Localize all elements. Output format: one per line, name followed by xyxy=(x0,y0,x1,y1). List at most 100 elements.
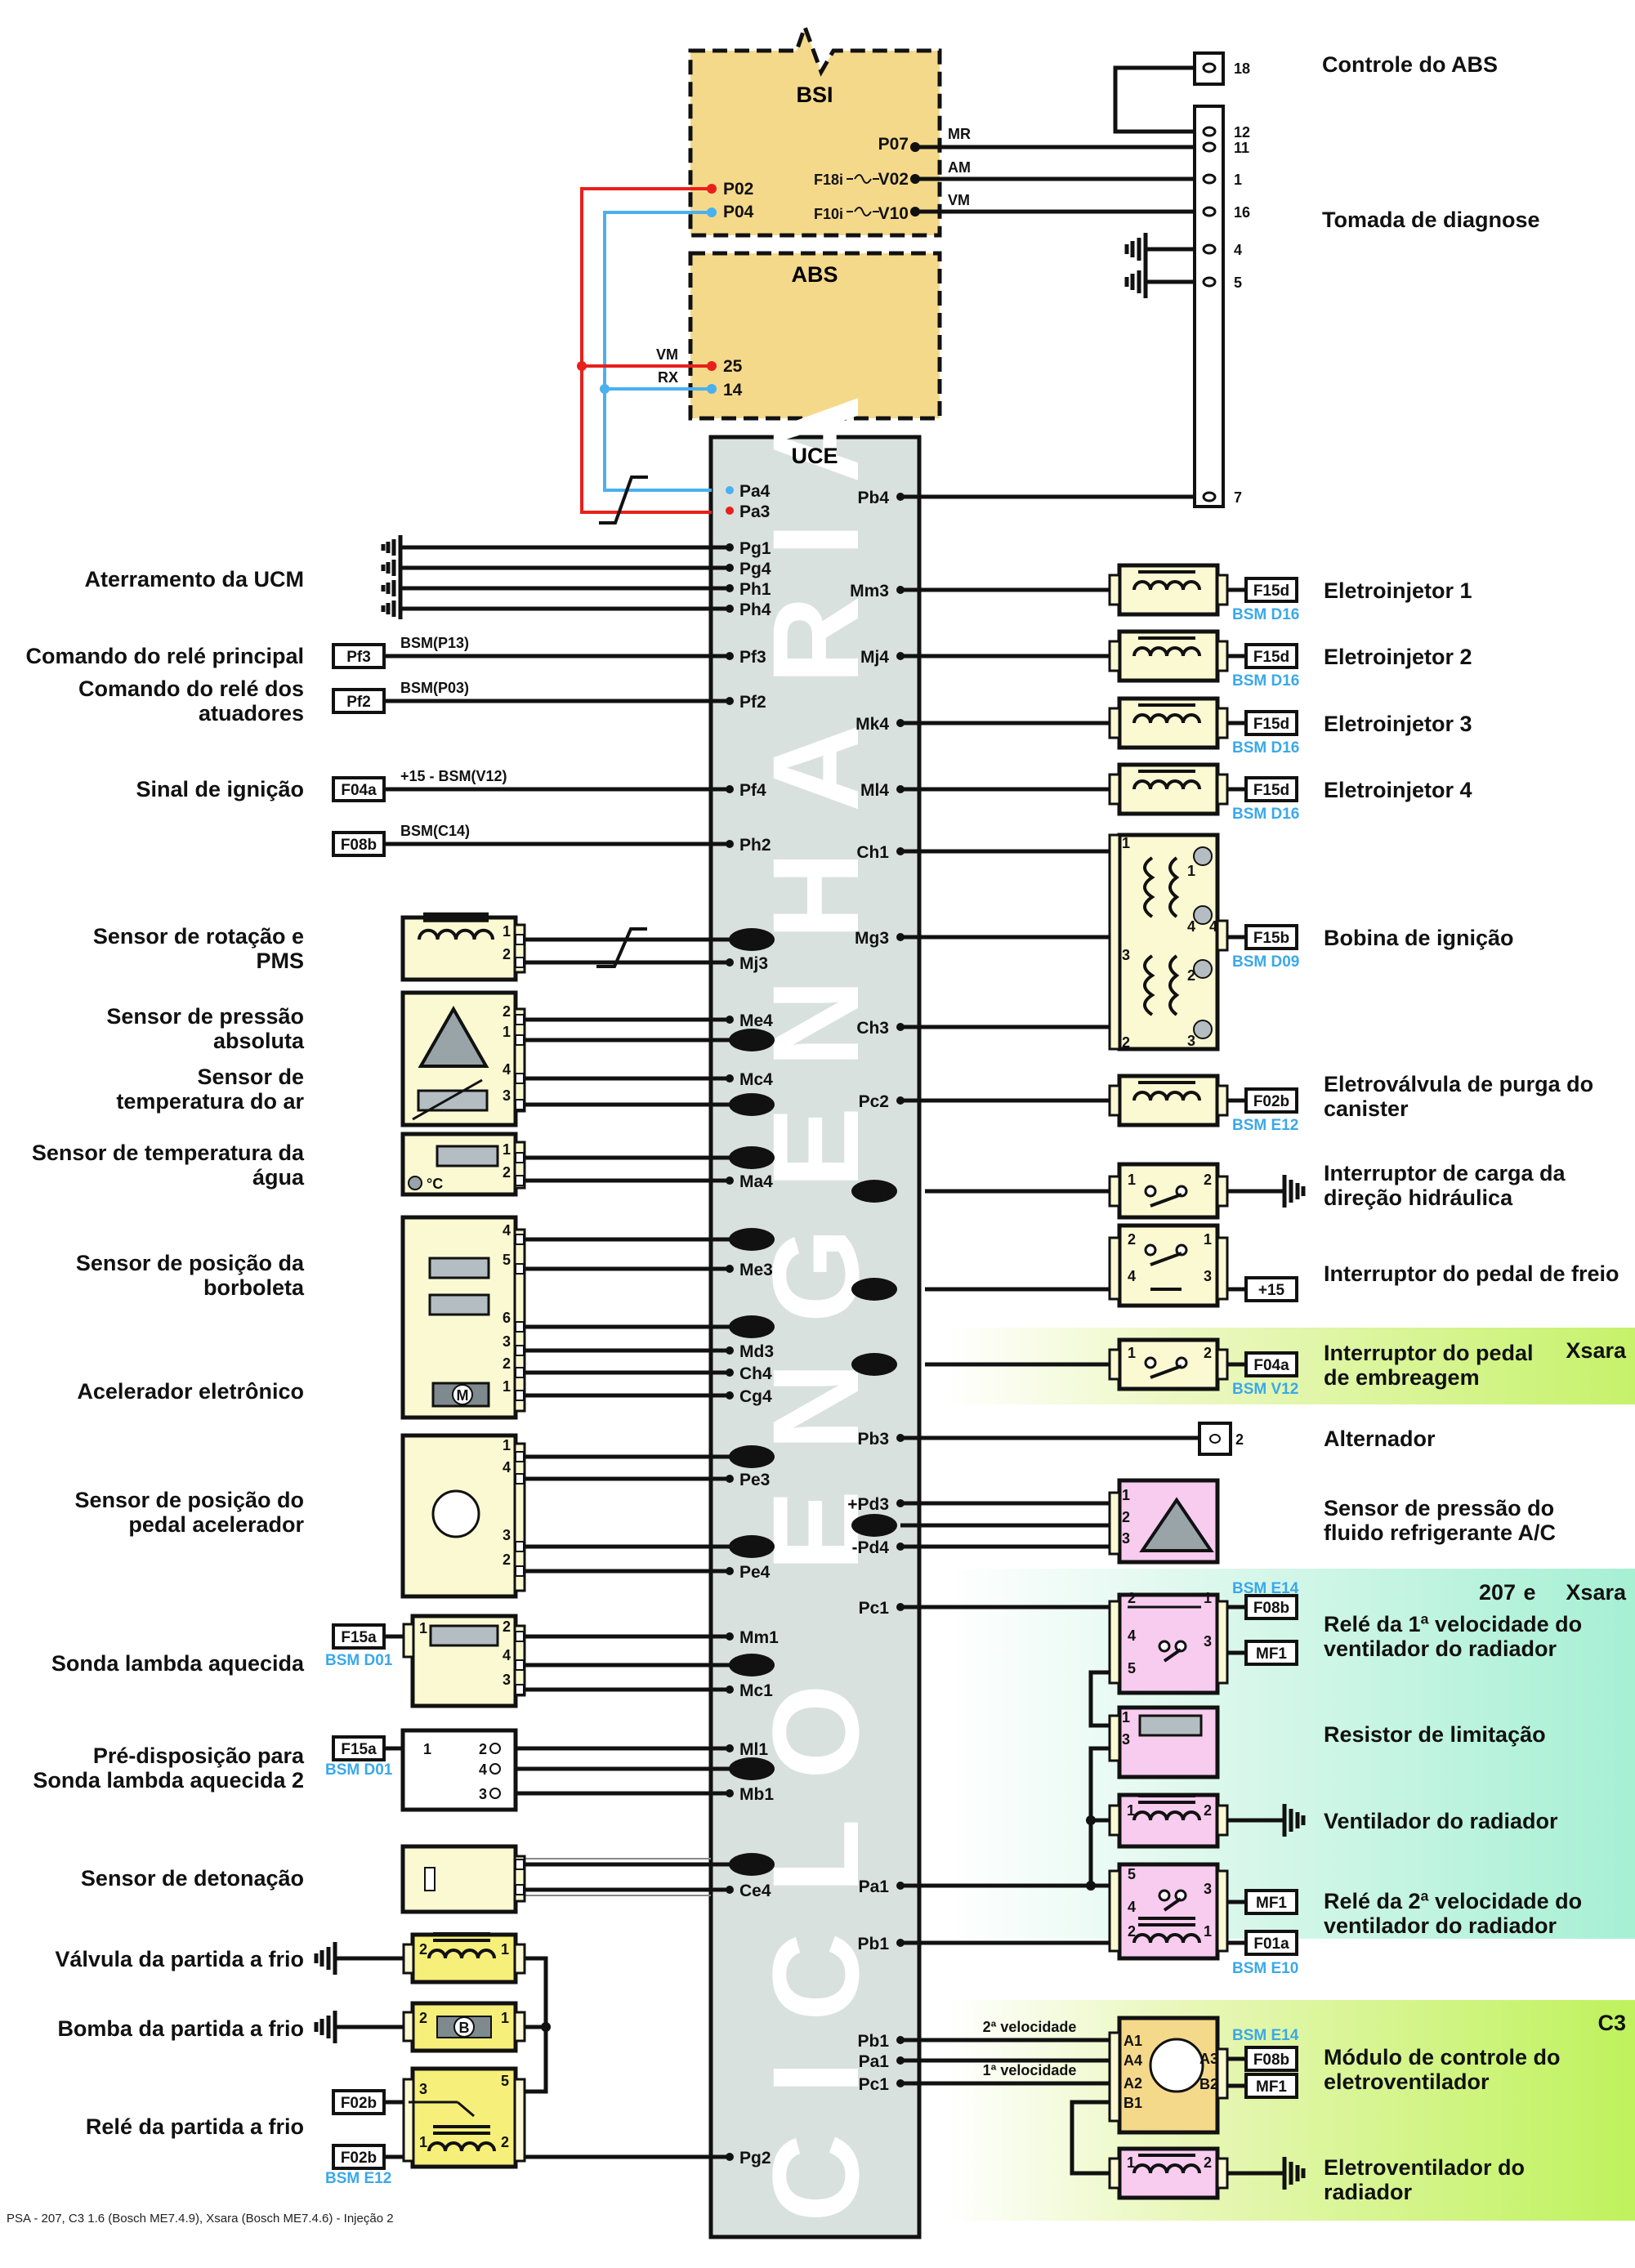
uce-pin-left: Ca4 xyxy=(729,1093,775,1116)
diagnostic-label: Tomada de diagnose xyxy=(1322,208,1540,232)
connector-pin-number: 7 xyxy=(1234,489,1242,506)
variant-label-xsara: Xsara xyxy=(1566,1338,1627,1363)
pin-number: A1 xyxy=(1124,2033,1142,2049)
uce-pin-label: Mj4 xyxy=(860,648,889,667)
uce-pin-left: Pe4 xyxy=(726,1563,771,1582)
bsm-reference: BSM E14 xyxy=(1232,2027,1299,2044)
connector-strip xyxy=(1216,2047,1229,2100)
uce-pin-label: Pg1 xyxy=(739,539,771,558)
component-label: fluido refrigerante A/C xyxy=(1324,1520,1556,1545)
uce-pin-label: Pa1 xyxy=(859,2052,890,2071)
pin-dot xyxy=(896,933,905,941)
pin-dot xyxy=(726,652,734,660)
pin-number: 1 xyxy=(1127,2154,1135,2171)
pin-number: 1 xyxy=(1122,1709,1130,1726)
pin-number: 5 xyxy=(1128,1866,1136,1882)
component-label: Sensor de rotação e xyxy=(93,924,304,949)
uce-pin-left: Mc4 xyxy=(726,1070,773,1089)
abs-pin-label: 25 xyxy=(723,357,743,376)
pin-highlight-badge xyxy=(729,928,775,951)
pin-dot xyxy=(726,1632,734,1641)
connector-pin-number: 18 xyxy=(1234,60,1250,77)
pin-dot xyxy=(726,1176,734,1185)
pin-dot xyxy=(896,719,905,727)
connector-strip xyxy=(1216,1869,1229,1953)
uce-pin-label: Mc2 xyxy=(735,1656,769,1675)
bsm-reference: BSM E12 xyxy=(325,2170,391,2187)
fuse-box: +15 xyxy=(1244,1276,1298,1302)
pin-dot xyxy=(726,1685,734,1694)
pin-dot xyxy=(726,1265,734,1273)
pin-number: A2 xyxy=(1124,2075,1142,2092)
uce-pin-right: Mj1 xyxy=(851,1180,897,1203)
wire-label: RX xyxy=(658,369,678,386)
component-label: Sonda lambda aquecida 2 xyxy=(33,1768,304,1793)
uce-pin-label: Pe2 xyxy=(736,1448,766,1467)
coil-icon xyxy=(1132,580,1201,591)
relay-lever xyxy=(457,2101,475,2118)
uce-pin-label: Pb4 xyxy=(857,489,889,507)
connector-strip xyxy=(1216,640,1229,672)
terminal xyxy=(515,1541,525,1552)
uce-pin-left: Pg4 xyxy=(726,560,771,578)
pin-dot xyxy=(726,1475,734,1483)
component-label: Sensor de pressão do xyxy=(1324,1496,1554,1520)
pin-number: 1 xyxy=(1128,1345,1136,1361)
terminal xyxy=(515,1152,525,1163)
pin-highlight-badge xyxy=(729,1757,775,1780)
fuse-box: F01a xyxy=(1244,1930,1298,1956)
uce-pin-left: Ph4 xyxy=(726,600,771,619)
fuse-label: +15 xyxy=(1258,1282,1285,1299)
uce-pin-left: Pe2 xyxy=(729,1445,775,1468)
connector-socket-icon xyxy=(1202,126,1217,137)
uce-pin-left: Ce4 xyxy=(726,1882,771,1900)
connector-strip xyxy=(1216,1804,1229,1837)
fuse-frame xyxy=(1244,1594,1298,1620)
shield-break-icon xyxy=(599,475,648,525)
terminal xyxy=(515,1014,525,1025)
footer-caption: PSA - 207, C3 1.6 (Bosch ME7.4.9), Xsara… xyxy=(7,2212,394,2226)
pin-highlight-badge xyxy=(729,1093,775,1116)
pin-dot xyxy=(726,958,734,967)
radiator-fan-body xyxy=(1117,1793,1220,1849)
uce-pin-label: Ch1 xyxy=(856,843,889,862)
wire-label: BSM(P03) xyxy=(400,680,469,696)
ground-icon xyxy=(1124,233,1148,266)
pin-number: A4 xyxy=(1124,2052,1142,2069)
component-label: Sinal de ignição xyxy=(136,777,304,801)
uce-pin-right: Mm3 xyxy=(850,582,905,600)
ground-stripe xyxy=(391,580,396,596)
pin-number: 2 xyxy=(503,1618,511,1635)
connector-socket-icon xyxy=(1202,62,1217,74)
uce-pin-right: Ch3 xyxy=(856,1019,905,1038)
ground-stripe xyxy=(386,603,391,614)
ground-stripe xyxy=(391,560,396,576)
bsm-reference: BSM V12 xyxy=(1232,1381,1298,1398)
uce-pin-label: Md3 xyxy=(739,1342,774,1361)
variant-label-207: 207 xyxy=(1479,1580,1516,1605)
pin-dot xyxy=(896,586,905,594)
fuse-frame xyxy=(332,831,386,857)
uce-pin-right: Pb1 xyxy=(857,2032,905,2051)
wire-label: VM xyxy=(656,346,678,363)
uce-pin-label: Mf1 xyxy=(737,1031,766,1050)
fuse-label: Pf3 xyxy=(346,649,371,666)
ground-stripe xyxy=(1124,244,1129,254)
switch-lever xyxy=(1150,1252,1182,1266)
connector-pin-number: 11 xyxy=(1234,140,1249,156)
primary-winding-icon xyxy=(1143,856,1155,918)
motor-circle xyxy=(452,1384,473,1405)
uce-pin-left: Pf2 xyxy=(726,693,766,712)
pin-dot xyxy=(726,2153,734,2161)
pump-symbol: B xyxy=(459,2020,470,2036)
pin-number: 2 xyxy=(419,1941,427,1958)
pin-number: 2 xyxy=(1128,1923,1136,1940)
pin-highlight-badge xyxy=(729,1146,775,1169)
secondary-winding-icon xyxy=(1168,856,1180,918)
uce-pin-label: Ph2 xyxy=(739,836,771,855)
pin-dot xyxy=(726,697,734,705)
coil-icon xyxy=(1132,779,1201,790)
component-label: Eletroinjetor 1 xyxy=(1324,578,1472,603)
component-label: direção hidráulica xyxy=(1324,1185,1513,1210)
ground-stripe xyxy=(391,539,396,556)
